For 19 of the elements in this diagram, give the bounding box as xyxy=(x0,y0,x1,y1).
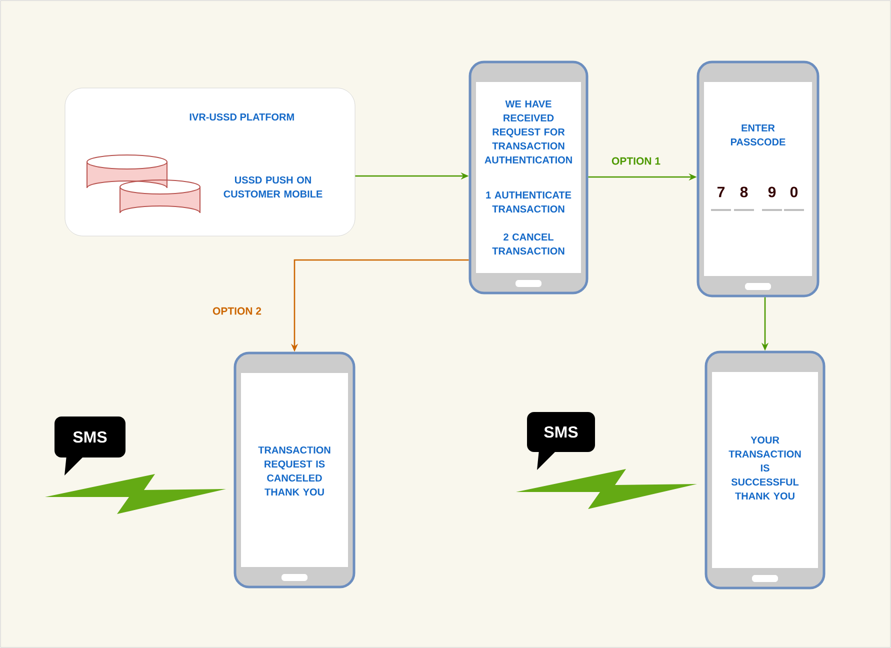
screen-text: WE HAVE RECEIVED REQUEST FOR TRANSACTION AUTHENTICATION xyxy=(484,100,572,164)
passcode-digit: 9 xyxy=(768,186,776,198)
screen-text: YOUR TRANSACTION IS SUCCESSFUL THANK YOU xyxy=(728,436,801,500)
sms-bubble: SMS xyxy=(54,416,126,476)
screen-text: IVR-USSD PLATFORM xyxy=(190,113,294,121)
platform-box xyxy=(64,88,356,236)
screen-text: 1 AUTHENTICATE TRANSACTION xyxy=(486,191,572,213)
screen-text: ENTER PASSCODE xyxy=(731,124,786,146)
phone xyxy=(704,350,826,590)
phone xyxy=(696,60,820,298)
sms-bubble: SMS xyxy=(527,412,595,470)
screen-text: TRANSACTION REQUEST IS CANCELED THANK YOU xyxy=(258,446,330,496)
phone xyxy=(234,352,356,588)
phone xyxy=(468,60,588,294)
screen-text: 2 CANCEL TRANSACTION xyxy=(492,233,564,255)
passcode-digit: 0 xyxy=(790,186,798,198)
passcode-digit: 8 xyxy=(740,186,748,198)
screen-text: USSD PUSH ON CUSTOMER MOBILE xyxy=(224,176,322,198)
passcode-digit: 7 xyxy=(717,186,725,198)
